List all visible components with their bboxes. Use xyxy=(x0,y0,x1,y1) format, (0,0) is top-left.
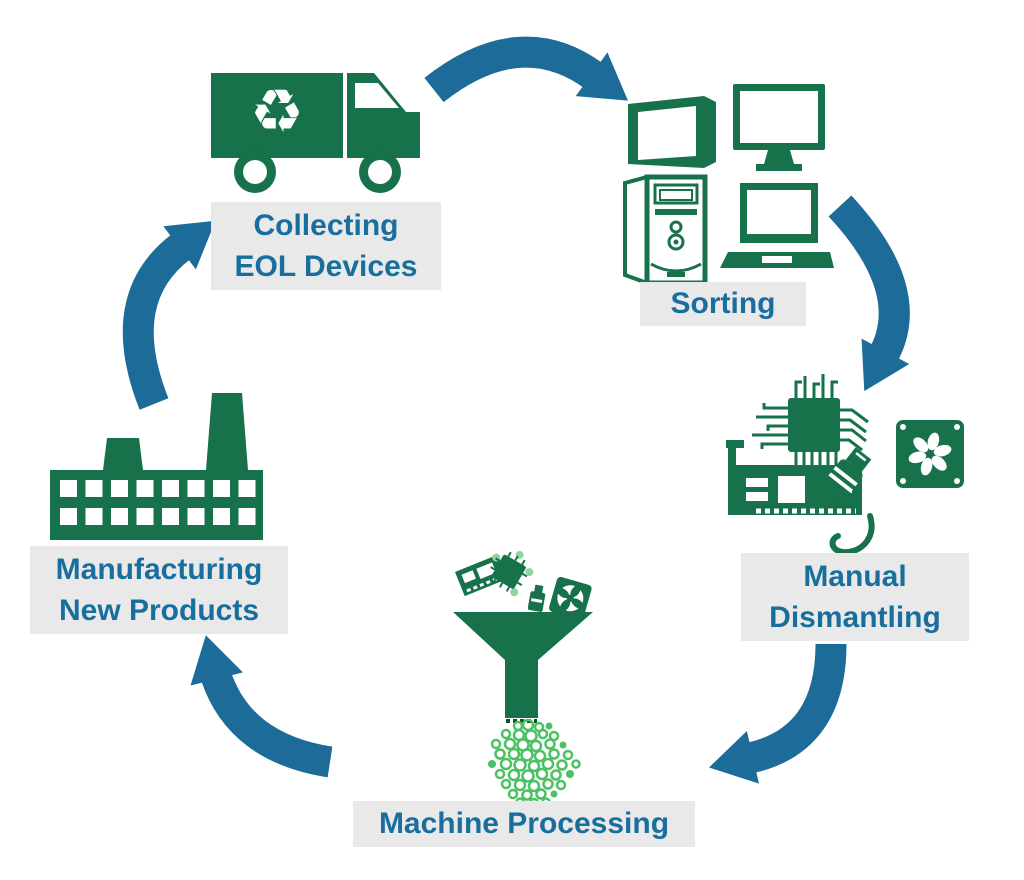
cooling-fan-icon xyxy=(896,420,964,488)
stage-label-manual-dismantling: Manual Dismantling xyxy=(741,553,969,641)
label-line: Manual xyxy=(803,560,907,593)
label-line: Machine Processing xyxy=(378,807,670,840)
factory-icon xyxy=(46,388,266,542)
arrow-processing-to-manufacturing xyxy=(190,635,333,778)
flat-monitor-icon xyxy=(733,84,825,171)
label-line: Dismantling xyxy=(769,601,941,634)
stage-label-manufacturing-new-products: Manufacturing New Products xyxy=(30,546,288,634)
label-line: New Products xyxy=(58,594,260,627)
recycle-symbol-icon: ♻ xyxy=(250,78,304,145)
arrow-dismantling-to-processing xyxy=(709,643,847,784)
factory-small-chimney xyxy=(103,438,143,470)
laptop-icon xyxy=(720,183,834,268)
arrow-collecting-to-sorting xyxy=(424,36,628,103)
funnel-body xyxy=(453,612,593,718)
factory-building xyxy=(50,470,263,540)
label-line: Sorting xyxy=(670,287,776,320)
truck-chassis xyxy=(211,150,343,158)
stage-label-sorting: Sorting xyxy=(640,282,806,326)
components-icon xyxy=(726,368,978,560)
arrow-manufacturing-to-collecting xyxy=(122,220,216,410)
shredder-funnel-icon xyxy=(440,550,640,808)
desktop-tower-icon xyxy=(623,174,708,286)
label-line: EOL Devices xyxy=(234,250,418,283)
truck-cargo-box xyxy=(211,73,343,150)
crt-monitor-icon xyxy=(628,96,716,168)
cpu-chip-icon xyxy=(752,374,869,478)
stage-label-machine-processing: Machine Processing xyxy=(353,801,695,847)
shred-particles xyxy=(488,718,581,808)
factory-tall-chimney xyxy=(206,393,248,470)
recycling-truck-icon: ♻ xyxy=(206,56,432,196)
label-line: Manufacturing xyxy=(55,553,263,586)
scrap-fan-icon xyxy=(549,576,592,620)
factory-windows xyxy=(60,480,256,525)
scrap-usb-icon xyxy=(527,584,546,612)
stage-label-collecting-eol-devices: Collecting EOL Devices xyxy=(211,202,441,290)
sorting-devices-icon xyxy=(616,84,834,286)
scrap-chip-icon xyxy=(490,550,534,597)
label-line: Collecting xyxy=(253,209,399,242)
arrow-sorting-to-dismantling xyxy=(828,195,910,392)
truck-window xyxy=(355,83,399,108)
usb-cable-icon xyxy=(821,447,875,556)
